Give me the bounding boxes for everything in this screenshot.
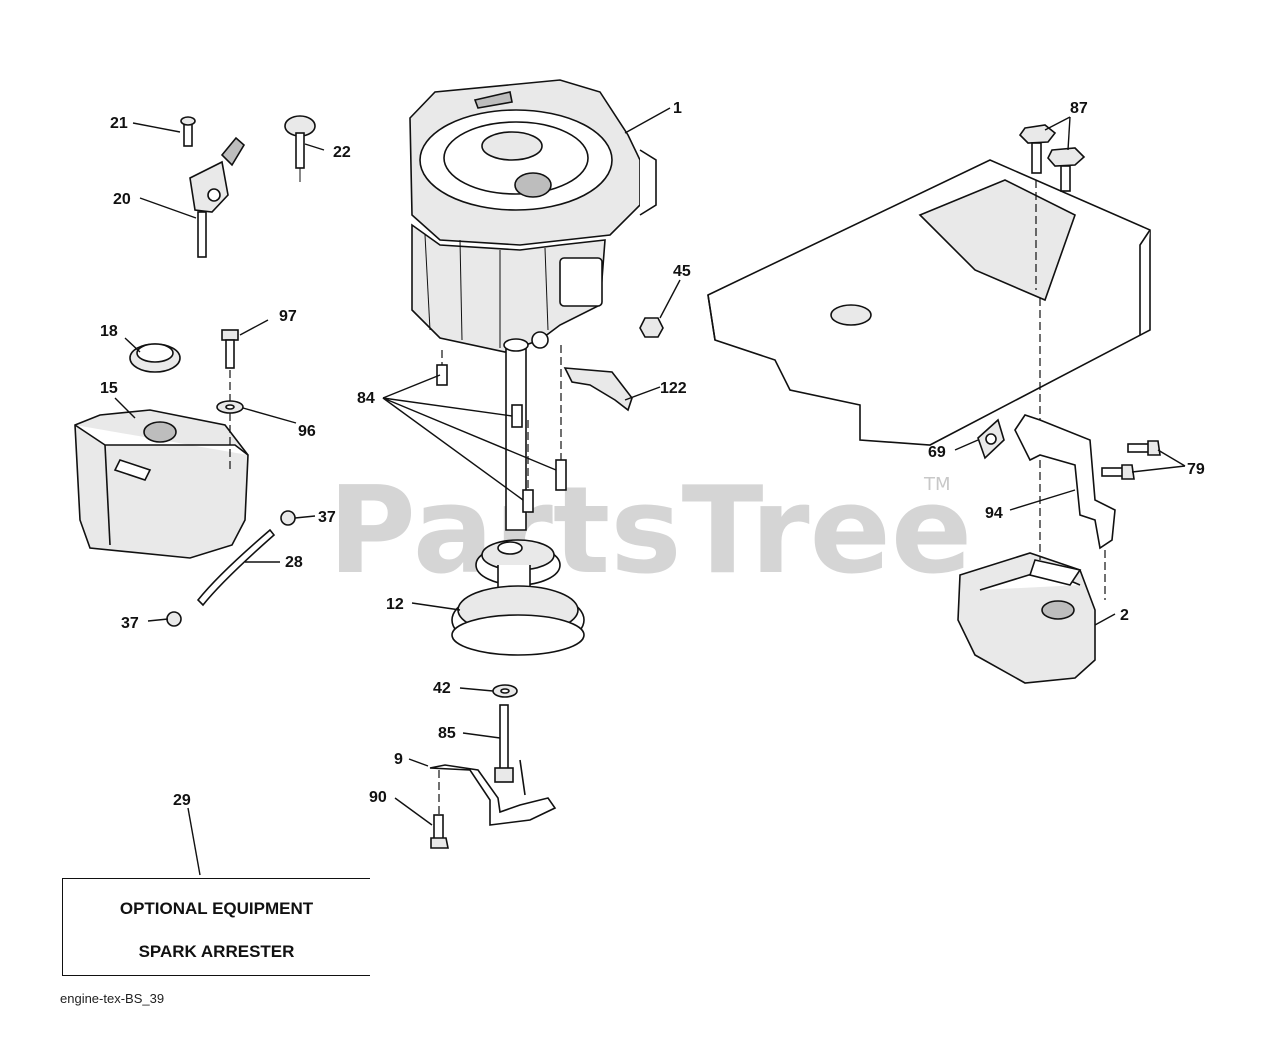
fuel-tank[interactable] [74,409,249,559]
callout-97[interactable]: 97 [279,308,297,325]
fuel-cap[interactable] [129,343,181,373]
callout-85[interactable]: 85 [438,725,456,742]
hose-clamp[interactable] [166,611,182,627]
diagram-code: engine-tex-BS_39 [60,991,165,1006]
callout-37[interactable]: 37 [121,615,139,632]
fuel-line[interactable] [196,528,276,607]
bracket-bolt[interactable] [430,770,449,849]
callout-12[interactable]: 12 [386,596,404,613]
callout-79[interactable]: 79 [1187,461,1205,478]
exhaust-bolts[interactable] [1101,440,1161,480]
exhaust-gasket[interactable] [977,418,1005,460]
callout-94[interactable]: 94 [985,505,1003,522]
callout-69[interactable]: 69 [928,444,946,461]
callout-21[interactable]: 21 [110,115,128,132]
optional-equipment-box: OPTIONAL EQUIPMENT SPARK ARRESTER [62,878,370,976]
pulley-washer[interactable] [492,684,518,698]
muffler[interactable] [957,460,1106,684]
callout-37[interactable]: 37 [318,509,336,526]
nut[interactable] [639,317,664,338]
exhaust-pipe[interactable] [1014,298,1116,550]
parts-tree-watermark: PartsTree [328,462,972,601]
frame-bolts[interactable] [1018,124,1086,290]
hose-clamp[interactable] [280,510,296,526]
callout-87[interactable]: 87 [1070,100,1088,117]
tractor-frame[interactable] [707,159,1151,446]
callout-2[interactable]: 2 [1120,607,1129,624]
callout-22[interactable]: 22 [333,144,351,161]
tank-bolt[interactable] [221,329,239,402]
engine[interactable] [409,79,657,531]
optional-equipment-label: OPTIONAL EQUIPMENT [119,899,314,918]
throttle-control[interactable] [189,136,246,258]
callout-84[interactable]: 84 [357,390,375,407]
throttle-screw[interactable] [180,116,196,147]
callout-15[interactable]: 15 [100,380,118,397]
callout-45[interactable]: 45 [673,263,691,280]
spark-arrester-label[interactable]: SPARK ARRESTER [138,942,295,961]
leader-lines [114,107,1186,876]
callout-18[interactable]: 18 [100,323,118,340]
callout-90[interactable]: 90 [369,789,387,806]
callout-96[interactable]: 96 [298,423,316,440]
watermark-trademark: TM [923,474,951,495]
choke-knob[interactable] [284,115,316,182]
callout-42[interactable]: 42 [433,680,451,697]
pulley-bolt[interactable] [494,704,514,783]
engine-shield[interactable] [563,367,633,412]
callout-29[interactable]: 29 [173,792,191,809]
belt-guide-bracket[interactable] [429,759,557,826]
callout-122[interactable]: 122 [660,380,687,397]
callout-1[interactable]: 1 [673,100,682,117]
callout-numbers: 21 22 20 1 45 97 18 15 96 84 122 37 28 3… [100,100,1205,809]
callout-28[interactable]: 28 [285,554,303,571]
callout-20[interactable]: 20 [113,191,131,208]
engine-pulley[interactable] [451,539,585,656]
callout-9[interactable]: 9 [394,751,403,768]
tank-washer[interactable] [216,400,244,470]
